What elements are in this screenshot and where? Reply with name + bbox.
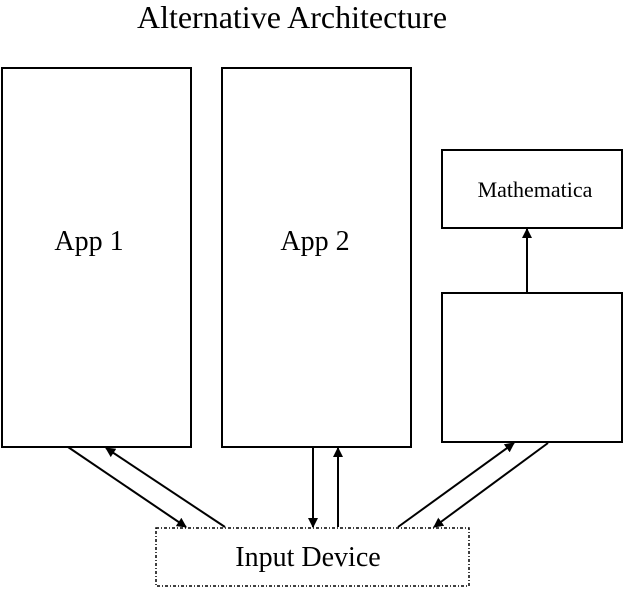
input-device-label: Input Device [235, 542, 380, 573]
arrow-input-to-bridge [397, 442, 515, 528]
diagram-title: Alternative Architecture [137, 0, 447, 35]
input-device-box: Input Device [155, 527, 470, 587]
mathematica-box: Mathematica [441, 149, 623, 229]
arrow-bridge-to-input [433, 442, 549, 528]
app1-label: App 1 [54, 226, 123, 257]
arrow-app1-to-input [67, 446, 187, 528]
bridge-box [441, 292, 623, 443]
app1-box: App 1 [1, 67, 192, 448]
arrow-input-to-app1 [105, 447, 226, 528]
app2-box: App 2 [221, 67, 412, 448]
app2-label: App 2 [280, 226, 349, 257]
mathematica-label: Mathematica [478, 177, 593, 202]
